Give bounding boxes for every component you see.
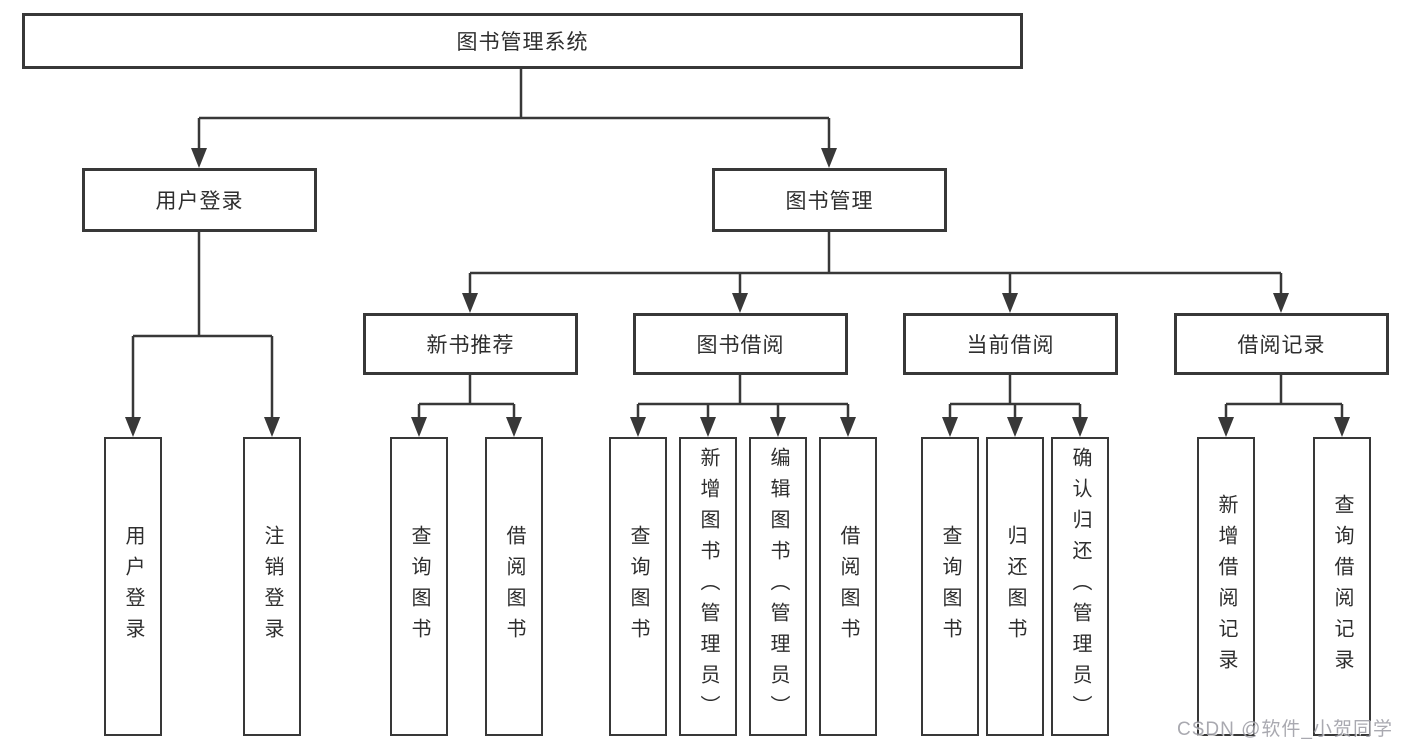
node-root: 图书管理系统 xyxy=(22,13,1023,69)
arrow-icon xyxy=(1072,417,1088,437)
node-book-borrow: 图书借阅 xyxy=(633,313,848,375)
arrow-icon xyxy=(770,417,786,437)
leaf-confirm-return-admin: 确认归还（管理员） xyxy=(1051,437,1109,736)
leaf-return-books: 归还图书 xyxy=(986,437,1044,736)
arrow-icon xyxy=(411,417,427,437)
leaf-query-books-current: 查询图书 xyxy=(921,437,979,736)
node-new-book-recommend: 新书推荐 xyxy=(363,313,578,375)
arrow-icon xyxy=(942,417,958,437)
arrow-icon xyxy=(1002,293,1018,313)
leaf-query-books-recommend: 查询图书 xyxy=(390,437,448,736)
leaf-borrow-books-recommend: 借阅图书 xyxy=(485,437,543,736)
node-user-login: 用户登录 xyxy=(82,168,317,232)
leaf-add-borrow-record: 新增借阅记录 xyxy=(1197,437,1255,736)
leaf-user-login: 用户登录 xyxy=(104,437,162,736)
leaf-query-borrow-record: 查询借阅记录 xyxy=(1313,437,1371,736)
connector-path xyxy=(131,68,1344,419)
arrow-icon xyxy=(821,148,837,168)
arrow-icon xyxy=(700,417,716,437)
leaf-add-books-admin: 新增图书（管理员） xyxy=(679,437,737,736)
arrow-icon xyxy=(462,293,478,313)
arrow-icon xyxy=(630,417,646,437)
leaf-query-books-borrow: 查询图书 xyxy=(609,437,667,736)
arrow-icon xyxy=(732,293,748,313)
watermark: CSDN @软件_小贺同学 xyxy=(1177,719,1393,740)
arrow-icon xyxy=(840,417,856,437)
arrow-icon xyxy=(1007,417,1023,437)
arrowheads xyxy=(125,148,1350,437)
leaf-borrow-books: 借阅图书 xyxy=(819,437,877,736)
node-current-borrow: 当前借阅 xyxy=(903,313,1118,375)
arrow-icon xyxy=(506,417,522,437)
arrow-icon xyxy=(1334,417,1350,437)
leaf-edit-books-admin: 编辑图书（管理员） xyxy=(749,437,807,736)
node-book-management: 图书管理 xyxy=(712,168,947,232)
arrow-icon xyxy=(264,417,280,437)
arrow-icon xyxy=(191,148,207,168)
arrow-icon xyxy=(1273,293,1289,313)
arrow-icon xyxy=(1218,417,1234,437)
leaf-logout: 注销登录 xyxy=(243,437,301,736)
arrow-icon xyxy=(125,417,141,437)
node-borrow-records: 借阅记录 xyxy=(1174,313,1389,375)
